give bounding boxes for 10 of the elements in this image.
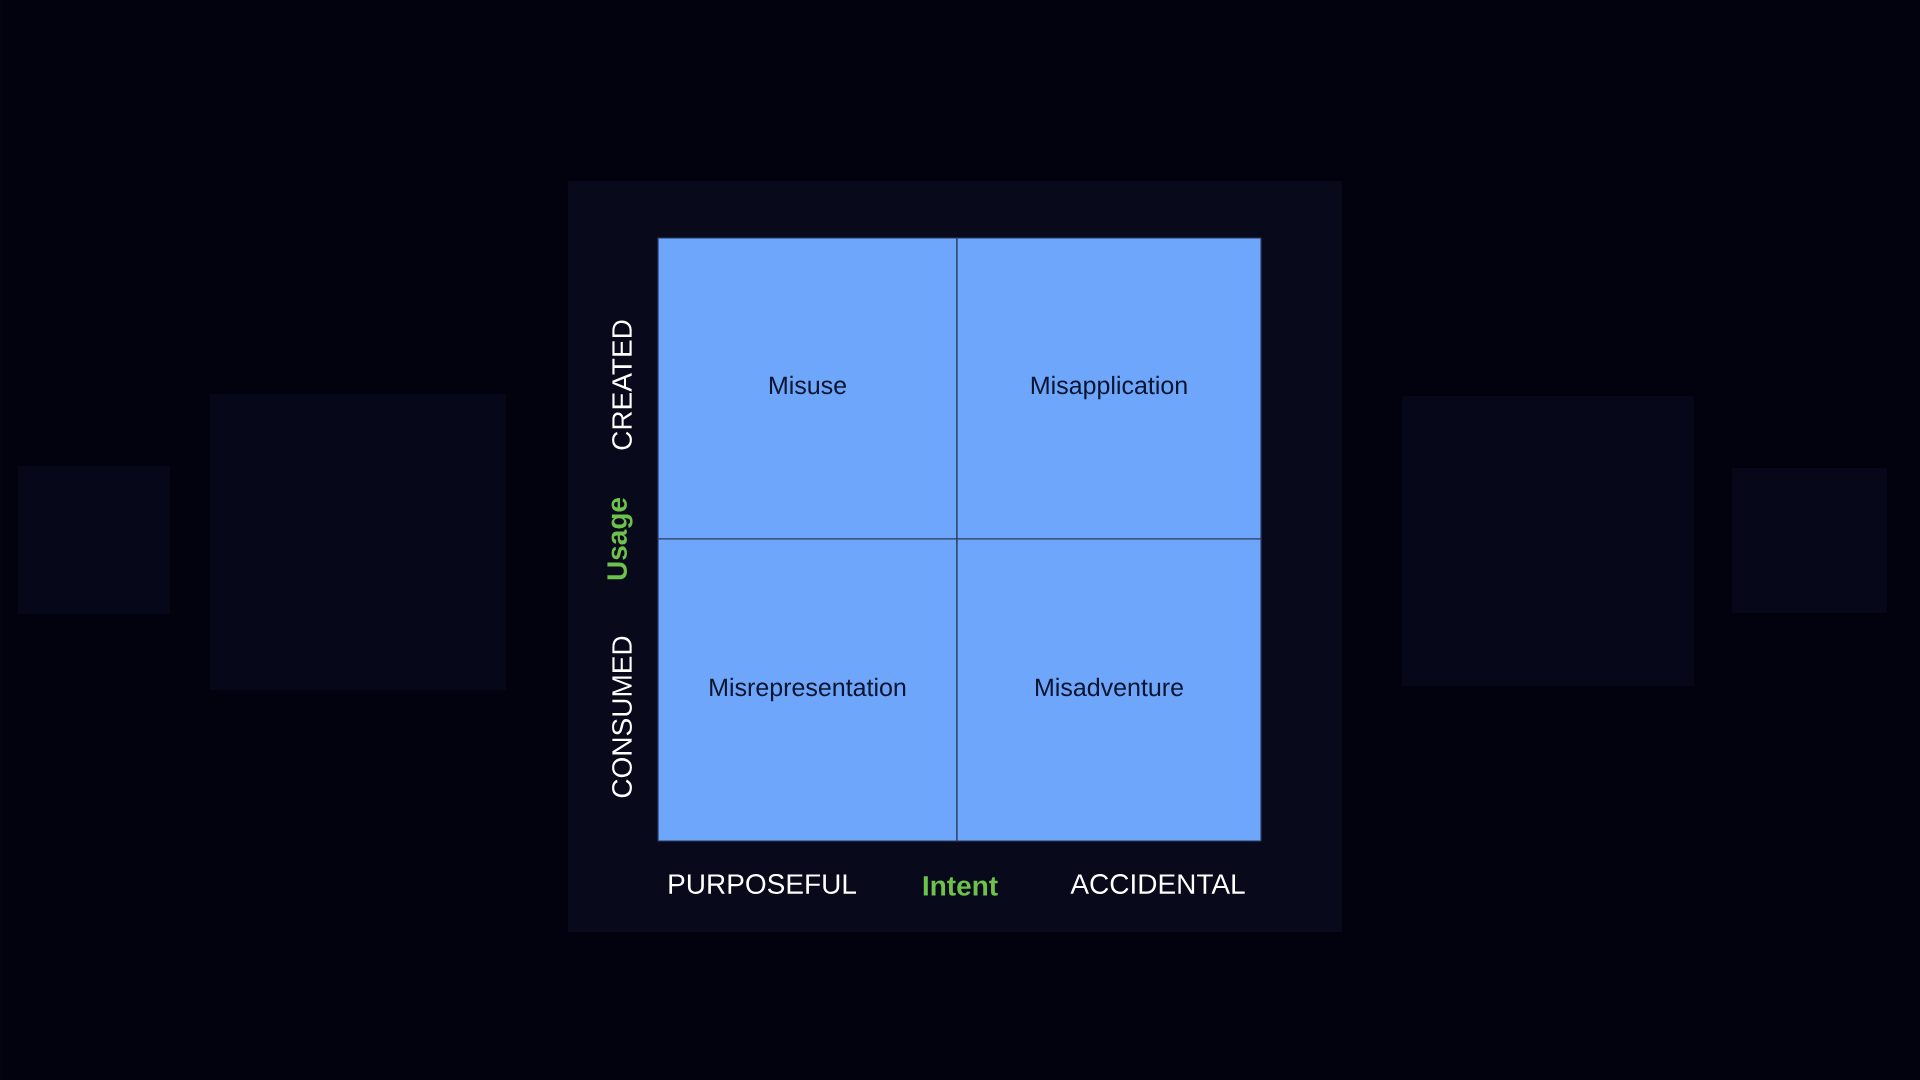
axis-title: Intent (923, 876, 998, 896)
quadrant-cell: Misapplication (956, 237, 1262, 540)
axis-label: ACCIDENTAL (1070, 874, 1245, 894)
quadrant-cell: Misuse (657, 237, 958, 540)
axis-label: CREATED (612, 320, 632, 450)
axis-label: CONSUMED (612, 636, 632, 798)
quadrant-cell: Misrepresentation (657, 538, 958, 842)
axis-title: Usage (607, 497, 633, 580)
quadrant-cell: Misadventure (956, 538, 1262, 842)
axis-label: PURPOSEFUL (669, 874, 856, 894)
